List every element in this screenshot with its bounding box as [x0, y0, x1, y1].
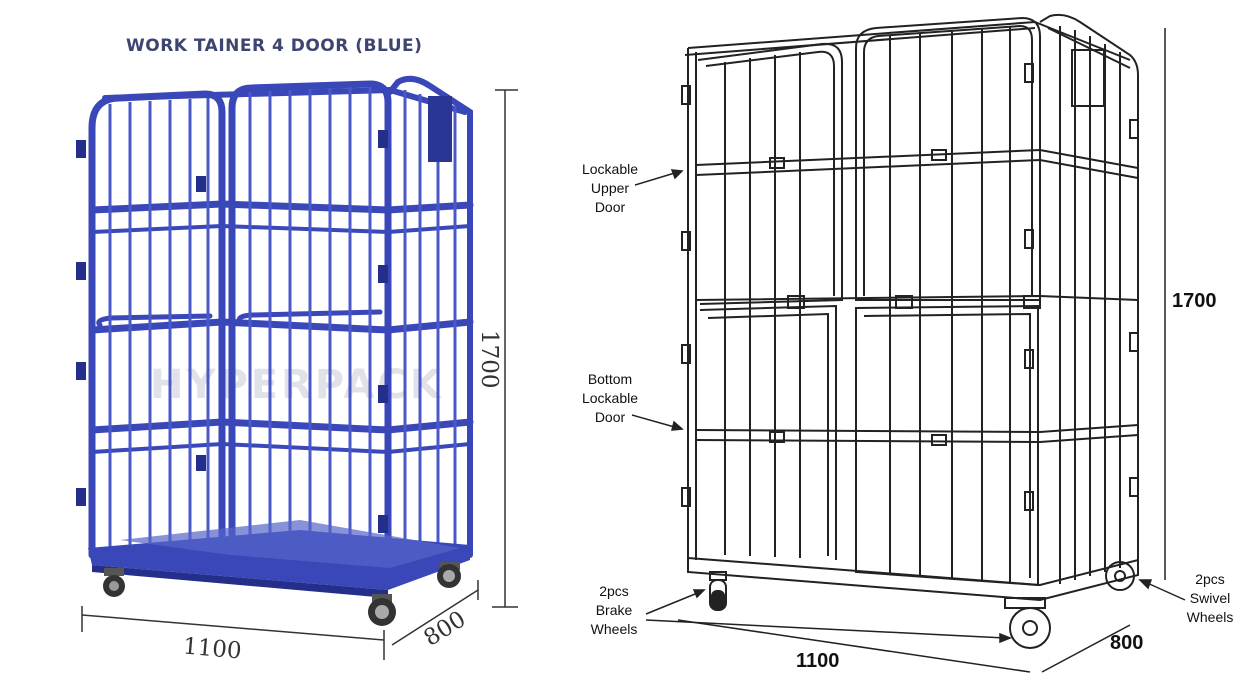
bottom-door-line-1: Bottom	[587, 371, 633, 387]
line-drawing-panel: Lockable Upper Door Bottom Lockable Door…	[560, 0, 1251, 687]
height-dimension-label: 1700	[476, 330, 502, 389]
upper-door-line-3: Door	[594, 199, 626, 215]
width-dimension-label-right: 1100	[796, 650, 840, 672]
brake-wheels-line-1: 2pcs	[599, 583, 629, 599]
upper-door-callout: Lockable Upper Door	[570, 160, 650, 217]
brake-wheels-line-2: Brake	[595, 602, 633, 618]
blue-cage-photo-panel: WORK TAINER 4 DOOR (BLUE) HYPERPACK	[0, 0, 600, 687]
swivel-wheels-line-3: Wheels	[1186, 609, 1234, 625]
brake-wheels-callout: 2pcs Brake Wheels	[574, 582, 654, 639]
upper-door-line-2: Upper	[590, 180, 630, 196]
height-dimension-label-right: 1700	[1172, 290, 1217, 312]
bottom-door-line-3: Door	[594, 409, 626, 425]
bottom-door-callout: Bottom Lockable Door	[570, 370, 650, 427]
product-title: WORK TAINER 4 DOOR (BLUE)	[126, 36, 423, 56]
swivel-wheels-line-2: Swivel	[1189, 590, 1231, 606]
swivel-wheels-line-1: 2pcs	[1195, 571, 1225, 587]
width-dimension-label: 1100	[181, 633, 243, 665]
bottom-door-line-2: Lockable	[581, 390, 639, 406]
blue-cage-illustration	[76, 75, 518, 660]
depth-dimension-label-right: 800	[1110, 632, 1144, 654]
swivel-wheels-callout: 2pcs Swivel Wheels	[1170, 570, 1250, 627]
upper-door-line-1: Lockable	[581, 161, 639, 177]
brake-wheels-line-3: Wheels	[590, 621, 638, 637]
cage-line-drawing	[631, 13, 1186, 673]
watermark-logo: HYPERPACK	[150, 362, 444, 408]
